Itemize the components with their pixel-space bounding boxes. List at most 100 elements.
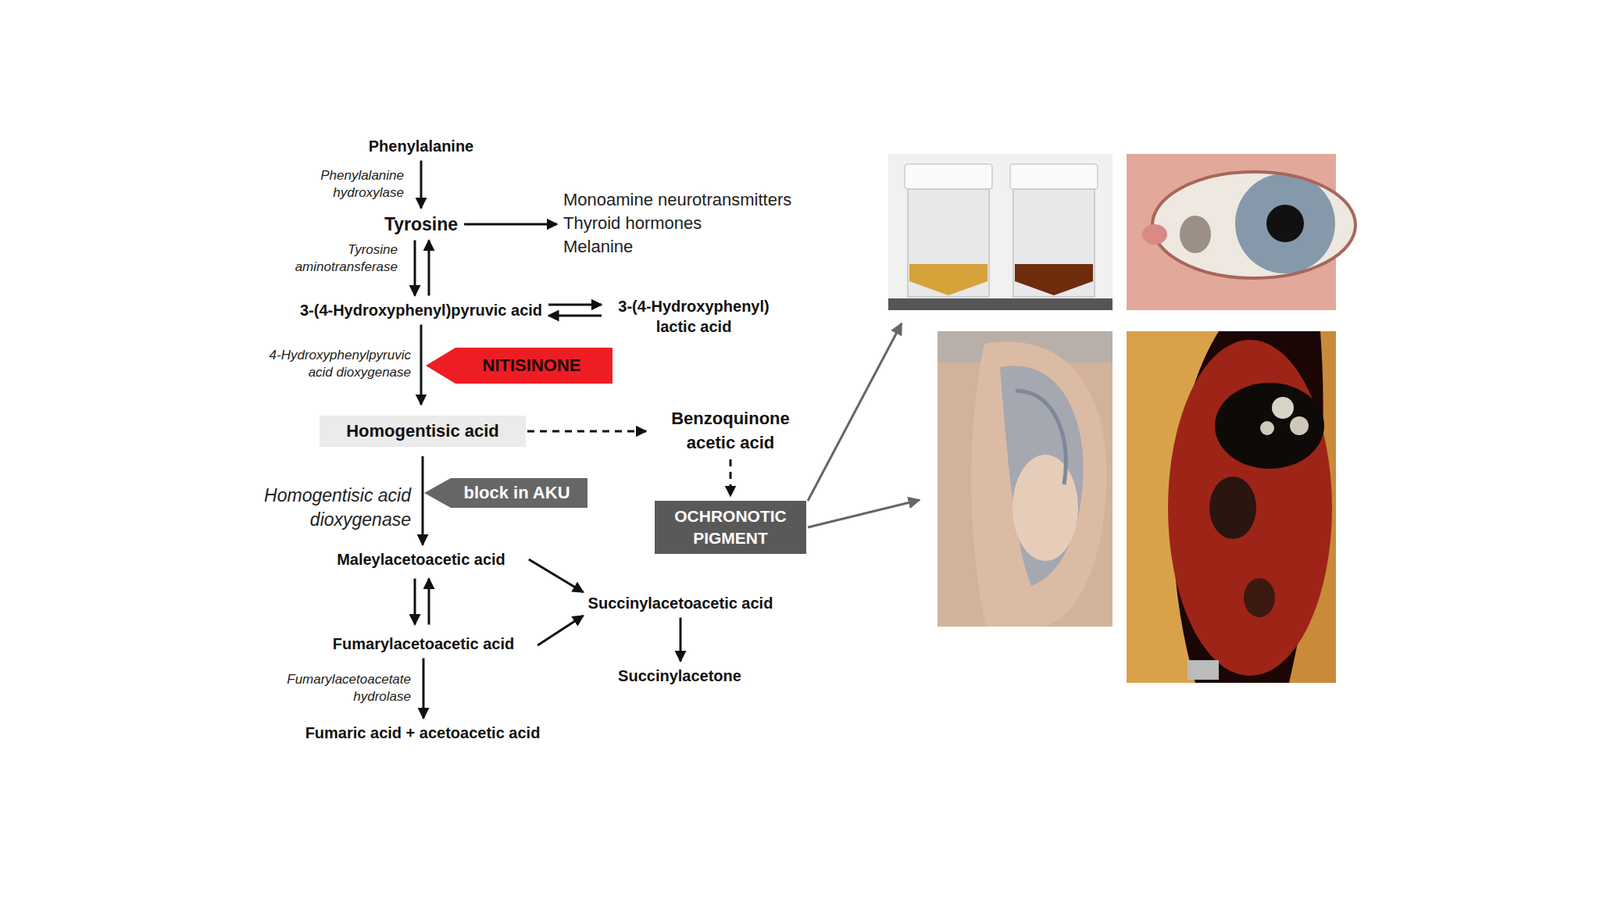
jar-cap bbox=[904, 164, 993, 190]
metabolite: Phenylalanine bbox=[368, 136, 475, 157]
node-text: Succinylacetoacetic acid bbox=[588, 593, 774, 614]
pathway-arrow bbox=[680, 617, 682, 662]
caruncle bbox=[1142, 224, 1168, 245]
tissue bbox=[1167, 339, 1333, 676]
enzyme-label: 4-Hydroxyphenylpyruvic acid dioxygenase bbox=[250, 346, 411, 382]
connector-line bbox=[420, 160, 423, 209]
jar-body bbox=[1013, 189, 1095, 297]
node-text: Thyroid hormones bbox=[563, 211, 792, 236]
pigment-box: OCHRONOTIC PIGMENT bbox=[654, 500, 807, 554]
urine-photo bbox=[888, 153, 1113, 311]
pathway-arrow bbox=[527, 431, 647, 433]
cartilage-spot bbox=[1289, 416, 1309, 436]
inhibitor-arrow: NITISINONE bbox=[425, 347, 613, 384]
surgery-photo bbox=[1126, 331, 1336, 683]
metabolite: Tyrosine bbox=[384, 213, 458, 236]
enzyme-label: Fumarylacetoacetate hydrolase bbox=[274, 671, 411, 706]
arrow-fill bbox=[424, 478, 588, 508]
node-text: Homogentisic acid bbox=[346, 420, 500, 443]
pathway-arrow bbox=[414, 578, 429, 625]
ear-photo bbox=[937, 331, 1113, 627]
connector-line bbox=[464, 223, 558, 226]
product-list: Monoamine neurotransmittersThyroid hormo… bbox=[563, 188, 792, 259]
pupil bbox=[1266, 204, 1304, 243]
node-text: Melanine bbox=[563, 235, 792, 259]
connector-line bbox=[548, 314, 602, 318]
metabolite: Benzoquinone acetic acid bbox=[652, 406, 809, 455]
metabolite: 3-(4-Hydroxyphenyl)pyruvic acid bbox=[300, 300, 543, 321]
iris bbox=[1235, 173, 1336, 274]
jar-cap bbox=[1010, 164, 1098, 190]
connector-line bbox=[420, 325, 423, 406]
ear-outline bbox=[971, 341, 1107, 627]
metabolite: Maleylacetoacetic acid bbox=[336, 550, 506, 570]
pathway-arrow bbox=[414, 240, 429, 297]
connector-line bbox=[527, 430, 647, 433]
block-arrow: block in AKU bbox=[424, 478, 588, 508]
pointer-arrow bbox=[807, 500, 920, 528]
node-text: 3-(4-Hydroxyphenyl)pyruvic acid bbox=[300, 300, 543, 321]
pathway-arrow bbox=[423, 658, 425, 719]
normal-urine bbox=[909, 264, 988, 296]
connector-line bbox=[421, 456, 425, 546]
shelf bbox=[888, 298, 1113, 311]
connector-line bbox=[414, 240, 417, 297]
dark-patch bbox=[1209, 476, 1257, 540]
connector-line bbox=[548, 303, 602, 307]
metabolite: Succinylacetoacetic acid bbox=[588, 593, 774, 614]
sclera bbox=[1152, 171, 1356, 279]
photo-background bbox=[1126, 331, 1336, 683]
pathway-arrow bbox=[464, 224, 558, 225]
photo-background bbox=[937, 331, 1113, 627]
eye-photo bbox=[1126, 153, 1356, 311]
connector-line bbox=[528, 559, 584, 593]
node-text: Fumarylacetoacetic acid bbox=[332, 634, 515, 654]
connector-line bbox=[428, 578, 431, 625]
pointer-arrow bbox=[807, 323, 902, 501]
pathway-arrow bbox=[528, 559, 584, 593]
scleral-pigment bbox=[1179, 215, 1211, 254]
pathway-arrow bbox=[537, 615, 583, 646]
cartilage-spot bbox=[1260, 421, 1275, 436]
node-text: Succinylacetone bbox=[617, 666, 742, 686]
photo-background bbox=[888, 153, 1113, 311]
enzyme-label: Tyrosine aminotransferase bbox=[284, 241, 398, 276]
connector-line bbox=[414, 578, 417, 625]
pigmented-joint bbox=[1214, 382, 1325, 469]
node-text: Benzoquinone acetic acid bbox=[652, 406, 809, 455]
enzyme-label: Homogentisic acid dioxygenase bbox=[250, 483, 411, 533]
instrument bbox=[1187, 660, 1219, 680]
node-text: Tyrosine bbox=[384, 213, 458, 236]
node-text: Fumaric acid + acetoacetic acid bbox=[305, 723, 541, 743]
pathway-arrow bbox=[421, 325, 422, 406]
eyelid bbox=[1152, 171, 1356, 279]
metabolite: 3-(4-Hydroxyphenyl) lactic acid bbox=[607, 296, 780, 337]
node-text: Maleylacetoacetic acid bbox=[336, 550, 506, 570]
node-text: 3-(4-Hydroxyphenyl) lactic acid bbox=[607, 296, 780, 337]
node-text: Monoamine neurotransmitters bbox=[563, 188, 792, 212]
metabolite: Fumarylacetoacetic acid bbox=[332, 634, 515, 654]
pathway-arrow bbox=[730, 459, 732, 497]
jar-body bbox=[907, 189, 990, 297]
connector-line bbox=[537, 615, 583, 646]
pathway-arrow bbox=[421, 160, 422, 209]
node-text: NITISINONE bbox=[482, 354, 582, 377]
node-text: OCHRONOTIC PIGMENT bbox=[659, 505, 802, 550]
metabolite: Succinylacetone bbox=[617, 666, 742, 686]
node-text: block in AKU bbox=[463, 482, 570, 504]
dark-patch bbox=[1243, 578, 1275, 618]
enzyme-label: Phenylalanine hydroxylase bbox=[306, 167, 404, 202]
pathway-arrow bbox=[422, 456, 424, 546]
node-text: Phenylalanine bbox=[368, 136, 475, 157]
blue-cartilage bbox=[1000, 365, 1084, 586]
connector-line bbox=[422, 658, 425, 719]
cartilage-spot bbox=[1271, 396, 1294, 419]
dark-urine bbox=[1014, 264, 1093, 296]
metabolite: Fumaric acid + acetoacetic acid bbox=[305, 723, 541, 743]
antihelix bbox=[1015, 390, 1066, 485]
connector-line bbox=[428, 240, 431, 297]
concha bbox=[1012, 454, 1079, 561]
